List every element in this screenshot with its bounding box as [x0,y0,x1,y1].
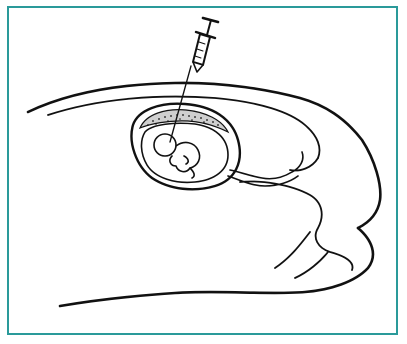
lower-contour-3 [275,232,310,268]
amniotic-sac [141,123,228,182]
lower-contour-2 [240,182,353,270]
lower-contour-1 [290,158,318,171]
lower-contour-4 [295,252,328,278]
leg-outline [60,228,373,306]
